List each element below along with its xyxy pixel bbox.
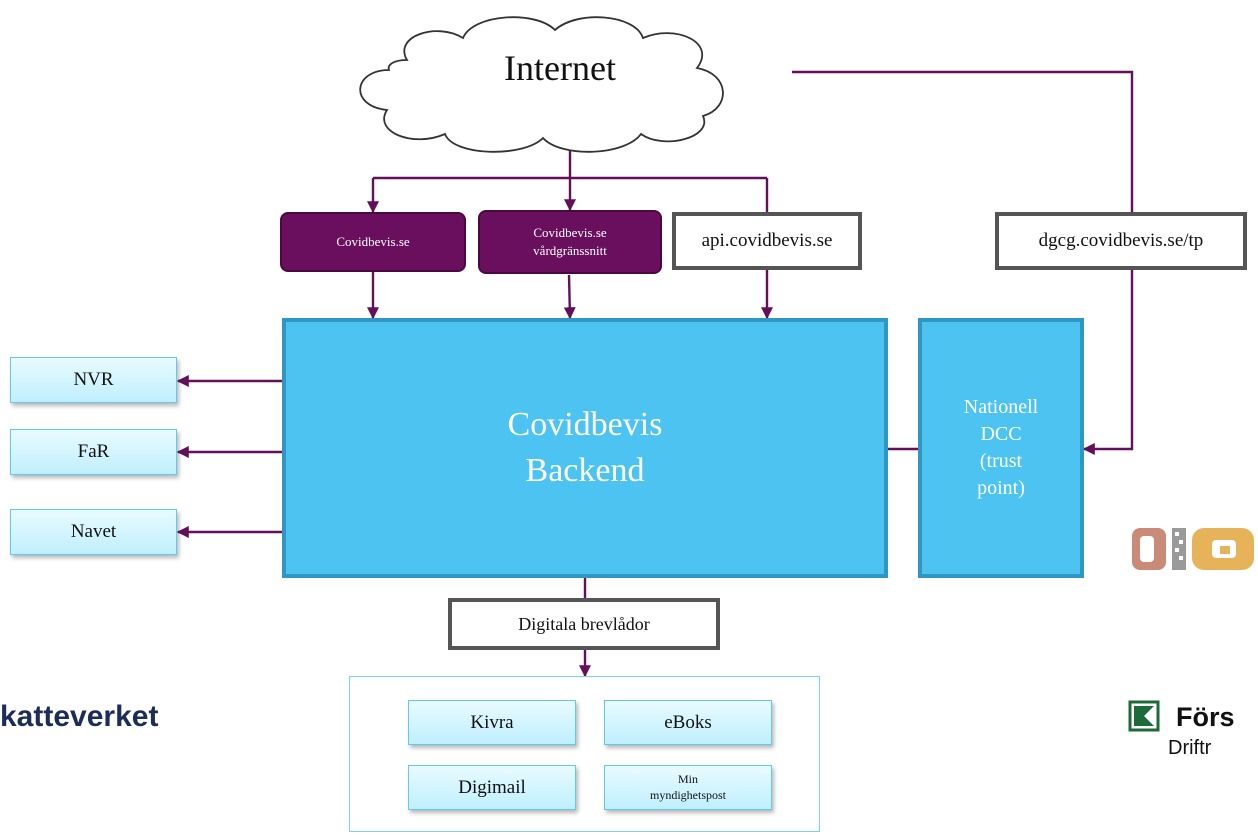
far-label: FaR — [77, 441, 110, 462]
api-box: api.covidbevis.se — [672, 212, 862, 270]
digitala-brevlador-box: Digitala brevlådor — [448, 598, 720, 650]
dgcg-box: dgcg.covidbevis.se/tp — [995, 212, 1247, 270]
digg-logo — [1128, 518, 1258, 580]
nvr-label: NVR — [73, 369, 114, 390]
skatteverket-logo: katteverket — [0, 700, 158, 734]
vardgranssnitt-box: Covidbevis.se vårdgränssnitt — [478, 210, 662, 274]
covidbevis-se-label: Covidbevis.se — [336, 234, 410, 250]
api-label: api.covidbevis.se — [701, 230, 833, 251]
min-label: Min — [677, 771, 698, 786]
forsakringskassan-logo: Förs — [1128, 700, 1258, 734]
dcc-line1: Nationell — [963, 396, 1039, 418]
forsakringskassan-logo-text: Förs — [1176, 701, 1235, 732]
internet-label: Internet — [504, 48, 616, 88]
vardgranssnitt-line2: vårdgränssnitt — [533, 243, 607, 258]
nvr-box: NVR — [10, 357, 177, 403]
dcc-line2: DCC — [980, 423, 1022, 445]
backend-line2: Backend — [525, 452, 645, 489]
forsakringskassan-subtext: Driftr — [1168, 737, 1212, 759]
kivra-label: Kivra — [470, 711, 514, 733]
digitala-brevlador-label: Digitala brevlådor — [518, 613, 650, 634]
covidbevis-se-box: Covidbevis.se — [280, 212, 466, 272]
eboks-label: eBoks — [664, 711, 712, 733]
myndighetspost-label: myndighetspost — [649, 787, 726, 802]
digg-logo-graphic — [1132, 528, 1254, 570]
internet-cloud — [359, 16, 724, 153]
far-box: FaR — [10, 429, 177, 475]
digimail-box: Digimail — [408, 765, 576, 810]
navet-label: Navet — [70, 521, 117, 542]
connector-dgcg-dcc — [1082, 270, 1134, 455]
eboks-box: eBoks — [604, 700, 772, 745]
min-myndighetspost-box: Min myndighetspost — [604, 765, 772, 810]
kivra-box: Kivra — [408, 700, 576, 745]
forsakringskassan-icon — [1128, 700, 1160, 732]
navet-box: Navet — [10, 509, 177, 555]
skatteverket-logo-text: katteverket — [0, 700, 159, 733]
connector-internet-right — [792, 70, 1134, 212]
backend-line1: Covidbevis — [507, 406, 663, 444]
dcc-line3: (trust — [979, 450, 1023, 472]
dgcg-label: dgcg.covidbevis.se/tp — [1038, 230, 1204, 251]
digimail-label: Digimail — [458, 776, 526, 798]
connector-vard-backend — [563, 274, 576, 320]
covidbevis-backend-box: Covidbevis Backend — [282, 318, 888, 578]
vardgranssnitt-line1: Covidbevis.se — [533, 225, 607, 241]
nationell-dcc-box: Nationell DCC (trust point) — [918, 318, 1084, 578]
dcc-line4: point) — [977, 477, 1025, 499]
